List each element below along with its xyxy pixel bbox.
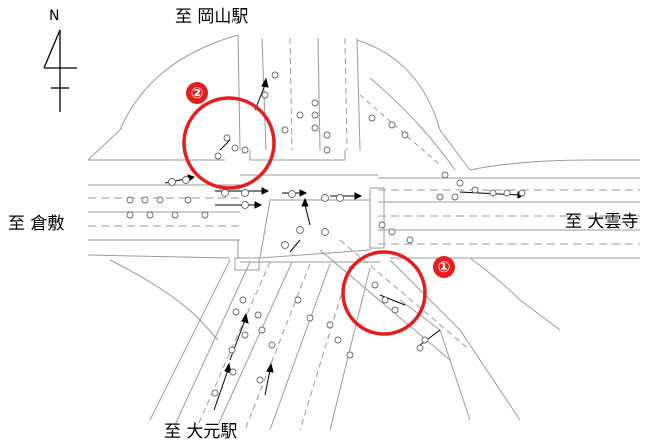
compass-icon <box>43 29 77 112</box>
direction-label-west: 至 倉敷 <box>8 214 65 234</box>
compass-north-label: N <box>49 8 60 24</box>
location-marker-1: ① <box>433 256 455 278</box>
signal-symbols <box>126 71 526 397</box>
west-road <box>87 159 240 341</box>
east-road <box>378 159 640 331</box>
location-marker-2: ② <box>186 82 208 104</box>
direction-label-east: 至 大雲寺 <box>565 212 639 232</box>
highlight-circles <box>182 96 427 336</box>
south-road <box>149 259 521 431</box>
north-road <box>87 34 471 171</box>
direction-label-north: 至 岡山駅 <box>175 7 249 27</box>
highlight-circle-2 <box>182 96 276 190</box>
direction-label-south: 至 大元駅 <box>164 422 238 442</box>
highlight-circle-1 <box>341 250 427 336</box>
